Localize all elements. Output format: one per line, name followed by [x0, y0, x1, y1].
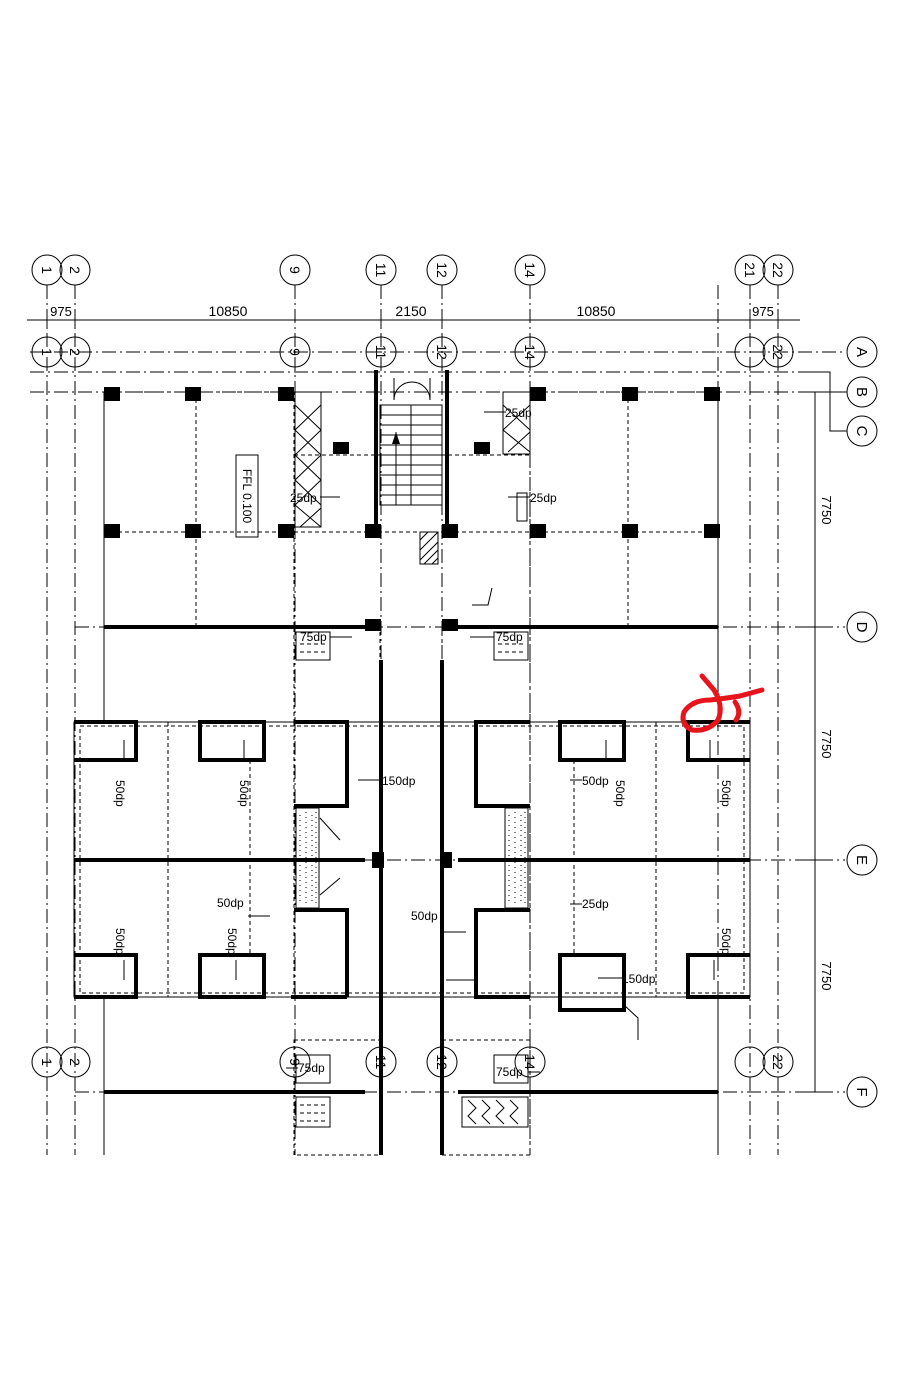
- drain-label-75dp-b: 75dp: [496, 630, 523, 644]
- drain-label-25dp-a: 25dp: [505, 406, 532, 420]
- dim-975-right: 975: [752, 304, 774, 319]
- drain-labels: 25dp 25dp 25dp 75dp 75dp 150dp 50dp 50dp…: [113, 406, 733, 1079]
- svg-text:21: 21: [742, 262, 758, 278]
- svg-text:14: 14: [522, 262, 538, 278]
- drain-label-25dp-b: 25dp: [290, 491, 317, 505]
- drain-label-50dp-h: 50dp: [113, 928, 127, 955]
- dim-975-left: 975: [50, 304, 72, 319]
- drain-label-50dp-g: 50dp: [411, 909, 438, 923]
- dim-7750-2: 7750: [819, 730, 834, 759]
- drain-label-50dp-b: 50dp: [113, 780, 127, 807]
- grid-bubble-12-top: 12: [426, 254, 458, 286]
- dimension-chain-top: 975 10850 2150 10850 975: [27, 303, 800, 328]
- dim-10850-right: 10850: [577, 303, 616, 319]
- svg-text:2: 2: [67, 266, 83, 274]
- grid-bubble-1-top: 1: [31, 254, 63, 286]
- ffl-level-label: FFL 0.100: [240, 469, 254, 524]
- drain-label-150dp: 150dp: [382, 774, 416, 788]
- lower-units: [103, 997, 719, 1156]
- svg-text:F: F: [853, 1087, 870, 1096]
- grid-bubble-21-top: 21: [734, 254, 766, 286]
- svg-text:9: 9: [287, 266, 303, 274]
- drain-label-50dp-a: 50dp: [582, 774, 609, 788]
- grid-bubble-2-top: 2: [59, 254, 91, 286]
- drain-label-50dp-j: 50dp: [719, 928, 733, 955]
- middle-units: [73, 720, 751, 1040]
- svg-text:B: B: [853, 387, 870, 397]
- grid-bubbles-rows: A B C D E F: [800, 336, 878, 1108]
- grid-bubble-11-top: 11: [365, 254, 397, 286]
- grid-bubble-14-top: 14: [514, 254, 546, 286]
- svg-text:C: C: [853, 426, 870, 437]
- drain-label-25dp-d: 25dp: [582, 897, 609, 911]
- dimension-chain-right: 7750 7750 7750: [808, 391, 834, 1093]
- svg-text:1: 1: [39, 266, 55, 274]
- drain-label-75dp-d: 75dp: [496, 1065, 523, 1079]
- svg-text:12: 12: [434, 262, 450, 278]
- drain-label-150dp-b: 150dp: [622, 972, 656, 986]
- grid-bubbles-lower: 1 2 9 11 12 14 22: [31, 1046, 794, 1078]
- drain-label-50dp-d: 50dp: [613, 780, 627, 807]
- red-markup-annotation: [680, 673, 765, 733]
- dim-10850-left: 10850: [209, 303, 248, 319]
- drain-label-75dp-c: 75dp: [298, 1061, 325, 1075]
- dim-7750-1: 7750: [819, 496, 834, 525]
- dim-7750-3: 7750: [819, 962, 834, 991]
- svg-text:D: D: [853, 622, 870, 633]
- dim-2150: 2150: [395, 303, 426, 319]
- svg-text:A: A: [853, 347, 870, 357]
- upper-bays: FFL 0.100: [103, 370, 720, 631]
- svg-text:22: 22: [770, 262, 786, 278]
- grid-bubble-9-top: 9: [279, 254, 311, 286]
- drain-label-50dp-f: 50dp: [217, 896, 244, 910]
- grid-bubbles-top: 1 2 9 11 12 14 21 22: [31, 254, 794, 286]
- service-cores: [293, 626, 531, 1155]
- drain-label-25dp-c: 25dp: [530, 491, 557, 505]
- grid-bubble-22-top: 22: [762, 254, 794, 286]
- drain-label-50dp-i: 50dp: [225, 928, 239, 955]
- drain-label-75dp-a: 75dp: [300, 630, 327, 644]
- svg-text:11: 11: [373, 263, 389, 278]
- drain-label-50dp-c: 50dp: [237, 780, 251, 807]
- drain-label-50dp-e: 50dp: [719, 780, 733, 807]
- svg-text:E: E: [853, 855, 870, 865]
